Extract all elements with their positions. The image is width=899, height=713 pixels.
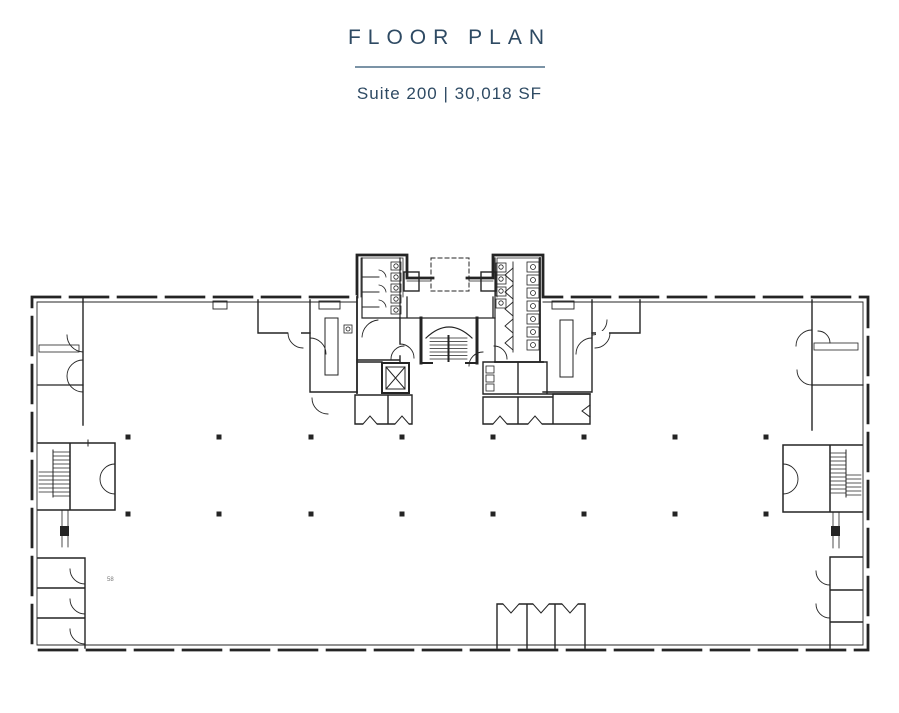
core-right-rooms [468,351,591,427]
plan-linework: 58 [30,253,870,652]
window-gaps [30,295,870,652]
left-restroom [361,257,402,319]
stair-treads [830,452,862,496]
bottom-center-rooms [496,601,586,649]
suite-subtitle: Suite 200 | 30,018 SF [356,84,543,103]
bottom-left-rooms [37,557,86,649]
right-corner-offices [795,299,864,431]
right-restroom [494,257,544,363]
work-table [559,319,574,378]
central-stair [390,316,508,365]
restroom-toilets [526,261,540,351]
page-title: FLOOR PLAN [347,26,552,49]
plan-header: FLOOR PLAN Suite 200 | 30,018 SF [0,0,899,104]
building-outline [30,253,870,652]
elevator [381,362,410,394]
left-corridor [60,509,69,548]
right-table-room [542,299,608,393]
left-stairwell [37,439,116,511]
counter [813,342,859,351]
left-corner-offices [37,296,84,426]
right-corridor [831,511,840,549]
entry-vestibule [399,257,497,319]
counter [38,344,80,353]
right-adjacent-room [591,299,641,349]
stair-treads [38,451,71,497]
title-divider [354,66,545,68]
column-grid [125,434,769,517]
stall-doors [504,267,514,351]
left-table-room [309,299,358,415]
stair-curved-wall [425,326,473,339]
room-number-label: 58 [107,577,114,583]
window-box [212,300,228,310]
left-adjacent-room [257,299,311,349]
entry-canopy [430,257,470,292]
work-table [324,317,339,376]
restroom-sinks [495,262,507,309]
right-stairwell [782,444,863,513]
elevator-x-icon [385,366,406,390]
bottom-right-rooms [815,556,863,649]
restroom-fixtures [390,261,402,315]
core-left-rooms [343,296,415,427]
